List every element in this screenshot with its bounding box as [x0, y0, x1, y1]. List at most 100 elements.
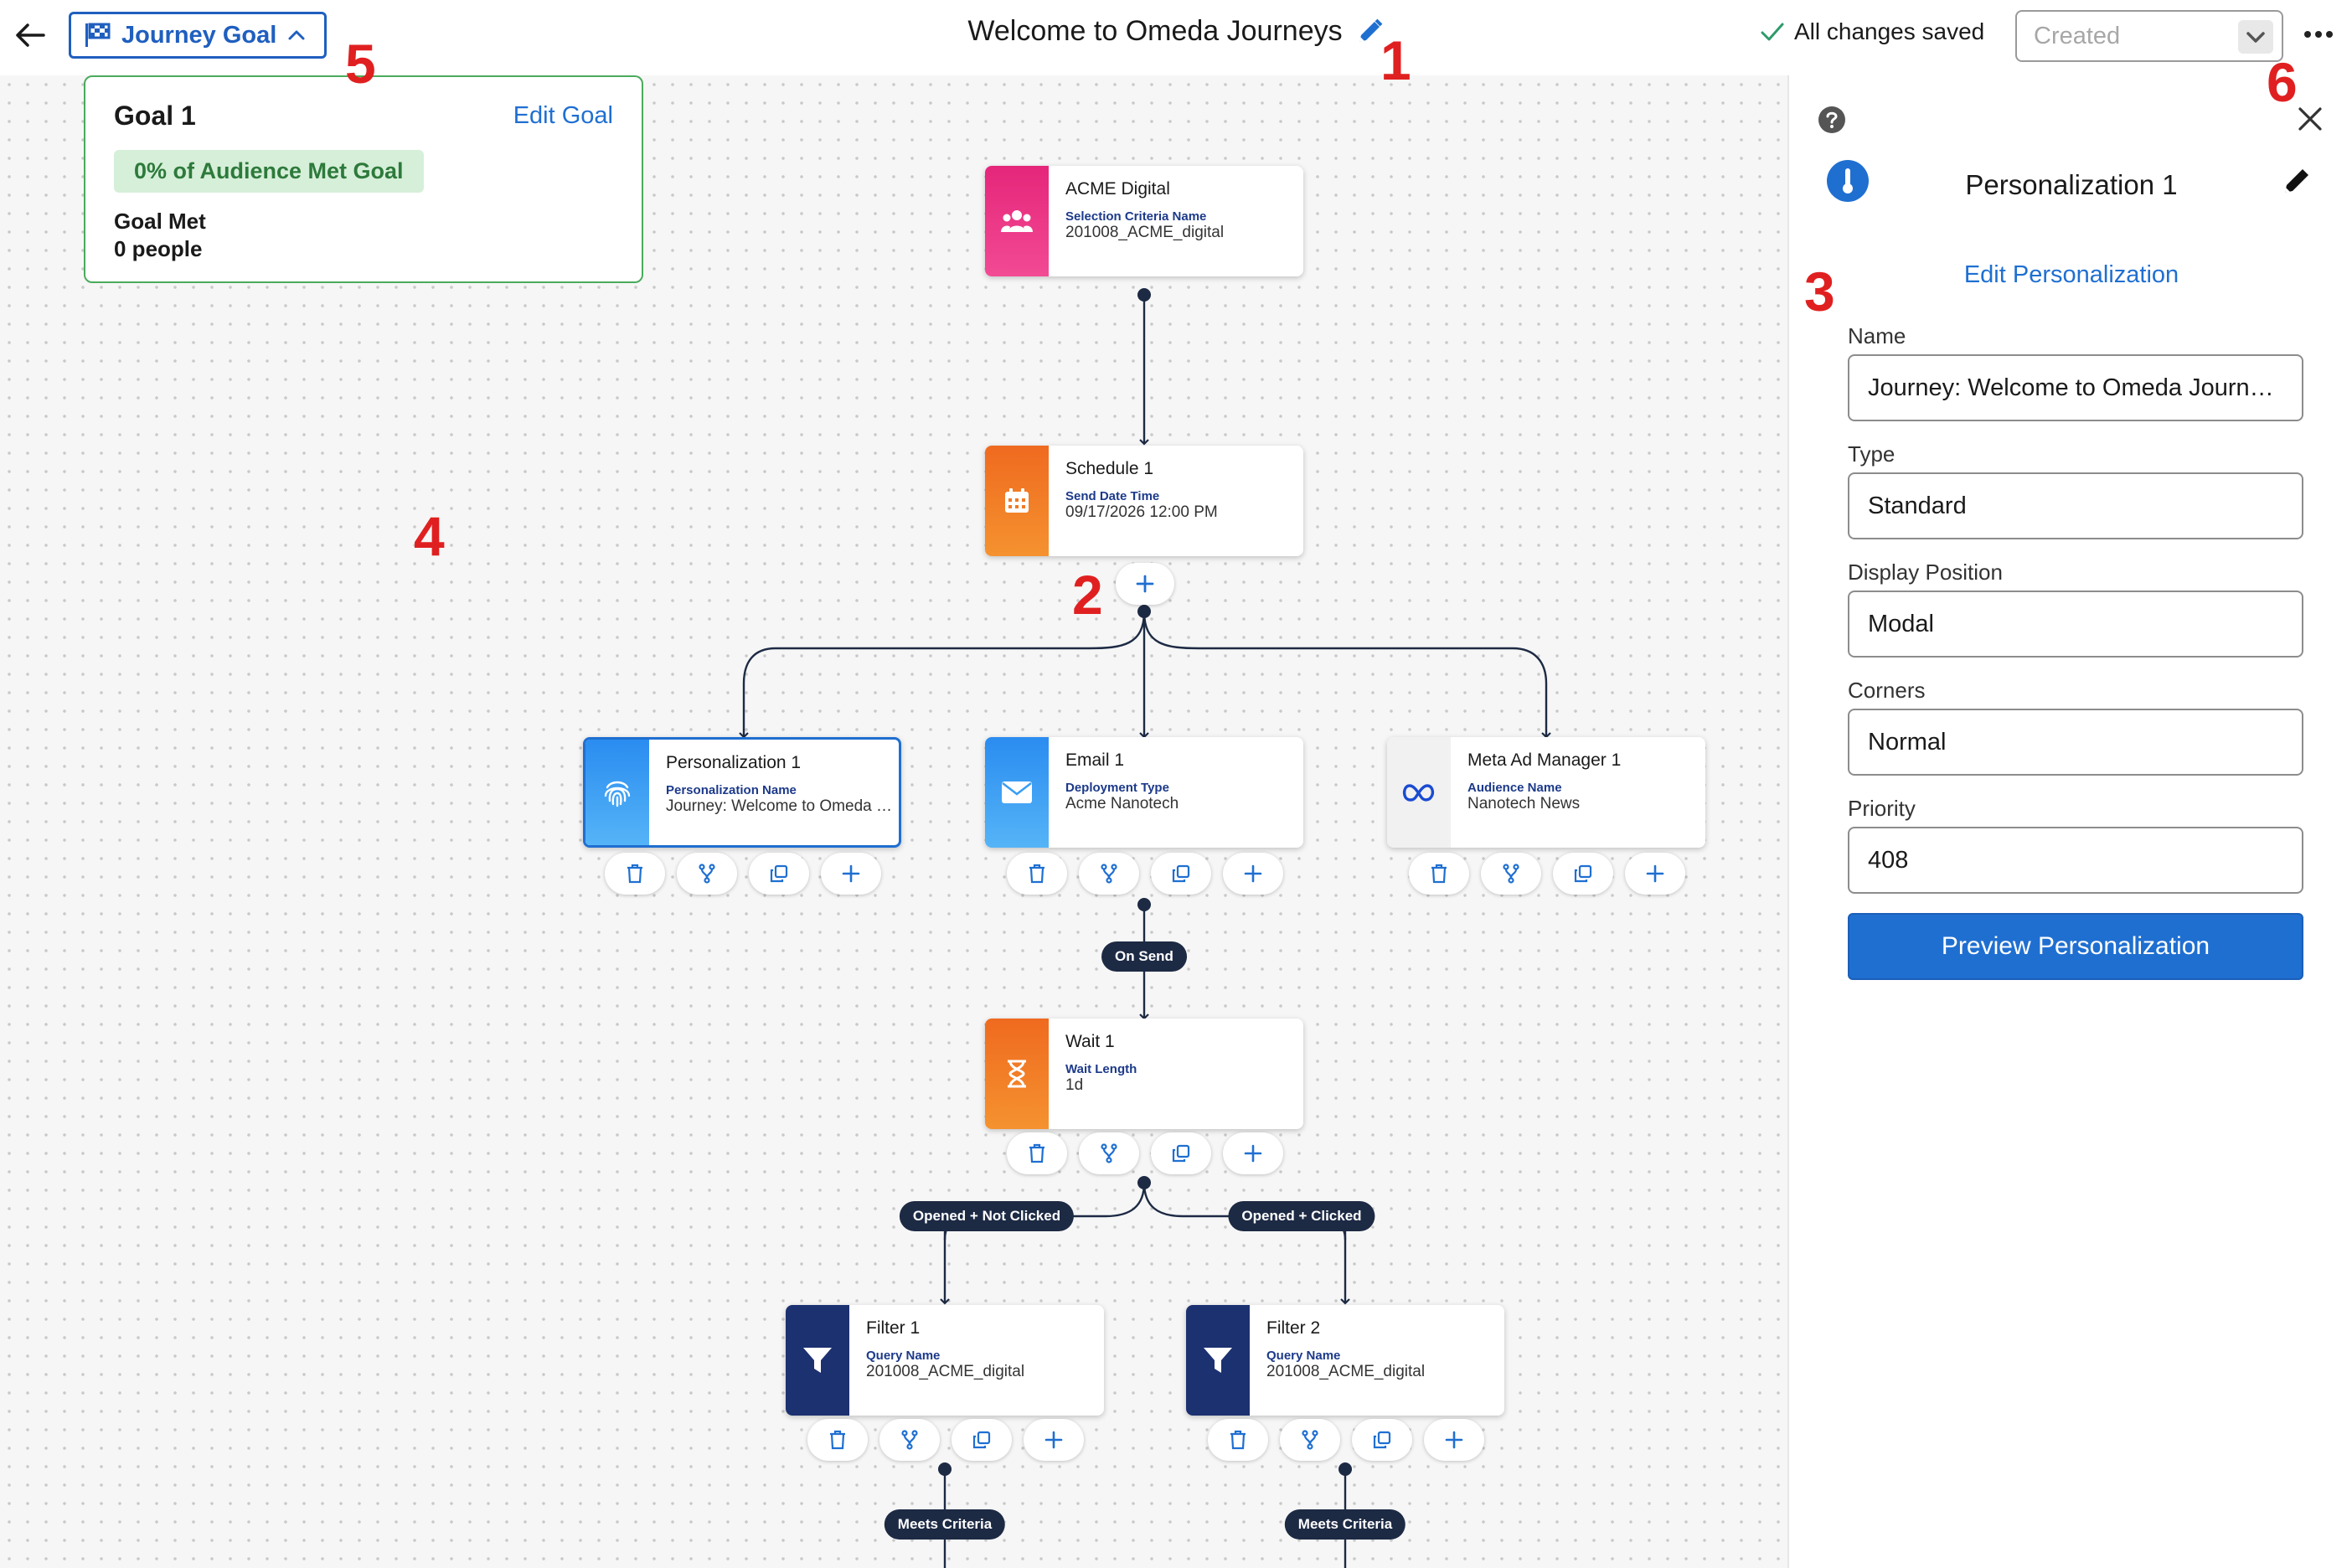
- delete-node-button[interactable]: [1409, 853, 1469, 895]
- branch-node-button[interactable]: [1280, 1419, 1340, 1461]
- branch-icon: [1101, 864, 1117, 884]
- node-meta-ad-manager-1[interactable]: Meta Ad Manager 1 Audience Name Nanotech…: [1387, 737, 1705, 848]
- duplicate-node-button[interactable]: [1151, 1132, 1211, 1174]
- delete-node-button[interactable]: [1007, 1132, 1067, 1174]
- type-field[interactable]: Standard: [1848, 472, 2303, 539]
- plus-icon: [1136, 575, 1154, 593]
- node-label: Send Date Time: [1065, 489, 1160, 503]
- node-personalization-1[interactable]: Personalization 1 Personalization Name J…: [583, 737, 901, 848]
- node-label: Audience Name: [1467, 781, 1562, 795]
- trash-icon: [830, 1430, 845, 1450]
- check-icon: [1761, 23, 1784, 41]
- node-label: Wait Length: [1065, 1062, 1137, 1076]
- node-value: Acme Nanotech: [1065, 795, 1179, 812]
- branch-icon: [901, 1430, 918, 1450]
- copy-icon: [1172, 1144, 1190, 1163]
- annotation-marker-6: 6: [2267, 51, 2298, 113]
- display-position-field[interactable]: Modal: [1848, 591, 2303, 658]
- back-button[interactable]: [12, 17, 49, 54]
- node-toolbar-filter-1: [807, 1419, 1084, 1461]
- question-icon[interactable]: [1818, 106, 1846, 134]
- delete-node-button[interactable]: [807, 1419, 868, 1461]
- name-field[interactable]: Journey: Welcome to Omeda Journeys: [1848, 354, 2303, 421]
- branch-node-button[interactable]: [1079, 853, 1139, 895]
- node-title: Email 1: [1065, 750, 1125, 770]
- preview-personalization-button[interactable]: Preview Personalization: [1848, 913, 2303, 980]
- node-filter-1[interactable]: Filter 1 Query Name 201008_ACME_digital: [786, 1305, 1104, 1416]
- more-options-button[interactable]: [2302, 22, 2335, 47]
- calendar-icon: [1005, 488, 1029, 513]
- copy-icon: [1172, 864, 1190, 883]
- node-schedule-1[interactable]: Schedule 1 Send Date Time 09/17/2026 12:…: [985, 446, 1303, 556]
- node-email-1[interactable]: Email 1 Deployment Type Acme Nanotech: [985, 737, 1303, 848]
- branch-node-button[interactable]: [1079, 1132, 1139, 1174]
- branch-node-button[interactable]: [1481, 853, 1541, 895]
- arrow-left-icon: [16, 23, 45, 47]
- add-after-node-button[interactable]: [1424, 1419, 1484, 1461]
- node-toolbar-wait: [1007, 1132, 1283, 1174]
- priority-field[interactable]: 408: [1848, 827, 2303, 894]
- node-label: Personalization Name: [666, 783, 797, 797]
- field-label-display-position: Display Position: [1848, 560, 2003, 585]
- node-value: 1d: [1065, 1076, 1084, 1094]
- annotation-marker-2: 2: [1072, 564, 1103, 626]
- trash-icon: [1230, 1430, 1246, 1450]
- field-label-priority: Priority: [1848, 796, 1916, 821]
- panel-title: Personalization 1: [1965, 169, 2178, 200]
- add-after-node-button[interactable]: [1024, 1419, 1084, 1461]
- edit-personalization-link[interactable]: Edit Personalization: [1963, 261, 2179, 288]
- annotation-marker-4: 4: [414, 505, 445, 567]
- goal-met-value: 0 people: [114, 235, 203, 261]
- add-step-button[interactable]: [1116, 563, 1174, 605]
- trash-icon: [1029, 1143, 1044, 1163]
- node-label: Query Name: [866, 1349, 941, 1363]
- plus-icon: [1646, 864, 1664, 883]
- node-value: 201008_ACME_digital: [1266, 1363, 1426, 1380]
- duplicate-node-button[interactable]: [1151, 853, 1211, 895]
- fingerprint-icon: [604, 781, 631, 807]
- plus-icon: [1244, 864, 1262, 883]
- add-after-node-button[interactable]: [821, 853, 881, 895]
- pill-meets-criteria-1: Meets Criteria: [884, 1509, 1006, 1540]
- trash-icon: [1431, 864, 1447, 884]
- duplicate-node-button[interactable]: [1553, 853, 1613, 895]
- goal-met-label: Goal Met: [114, 209, 206, 234]
- node-acme-digital[interactable]: ACME Digital Selection Criteria Name 201…: [985, 166, 1303, 276]
- delete-node-button[interactable]: [1208, 1419, 1268, 1461]
- journey-goal-toggle[interactable]: Journey Goal: [69, 12, 327, 59]
- node-title: Wait 1: [1065, 1032, 1115, 1051]
- status-select[interactable]: Created: [2015, 10, 2283, 62]
- node-label: Query Name: [1266, 1349, 1341, 1363]
- add-after-node-button[interactable]: [1625, 853, 1685, 895]
- status-select-caret[interactable]: [2238, 20, 2273, 54]
- node-toolbar-personalization: [605, 853, 881, 895]
- edit-goal-link[interactable]: Edit Goal: [513, 102, 613, 129]
- node-wait-1[interactable]: Wait 1 Wait Length 1d: [985, 1019, 1303, 1129]
- duplicate-node-button[interactable]: [952, 1419, 1012, 1461]
- chevron-up-icon: [288, 30, 305, 40]
- goal-title: Goal 1: [114, 101, 196, 131]
- node-filter-2[interactable]: Filter 2 Query Name 201008_ACME_digital: [1186, 1305, 1504, 1416]
- journey-canvas[interactable]: Goal 1 Edit Goal 0% of Audience Met Goal…: [0, 75, 1787, 1568]
- connector-schedule-meta: [1142, 611, 1551, 739]
- add-after-node-button[interactable]: [1223, 853, 1283, 895]
- annotation-marker-5: 5: [345, 33, 376, 95]
- goal-progress-badge: 0% of Audience Met Goal: [114, 150, 424, 193]
- branch-icon: [1302, 1430, 1318, 1450]
- branch-node-button[interactable]: [879, 1419, 940, 1461]
- close-icon[interactable]: [2295, 104, 2325, 134]
- add-after-node-button[interactable]: [1223, 1132, 1283, 1174]
- pill-opened-clicked: Opened + Clicked: [1228, 1201, 1375, 1231]
- corners-field[interactable]: Normal: [1848, 709, 2303, 776]
- node-title: Filter 1: [866, 1318, 921, 1338]
- duplicate-node-button[interactable]: [749, 853, 809, 895]
- top-bar: Journey Goal Welcome to Omeda Journeys A…: [0, 0, 2352, 75]
- pencil-icon[interactable]: [1354, 17, 1385, 47]
- pencil-icon[interactable]: [2280, 164, 2313, 198]
- node-title: Personalization 1: [666, 753, 802, 772]
- duplicate-node-button[interactable]: [1352, 1419, 1412, 1461]
- trash-icon: [1029, 864, 1044, 884]
- delete-node-button[interactable]: [605, 853, 665, 895]
- delete-node-button[interactable]: [1007, 853, 1067, 895]
- branch-node-button[interactable]: [677, 853, 737, 895]
